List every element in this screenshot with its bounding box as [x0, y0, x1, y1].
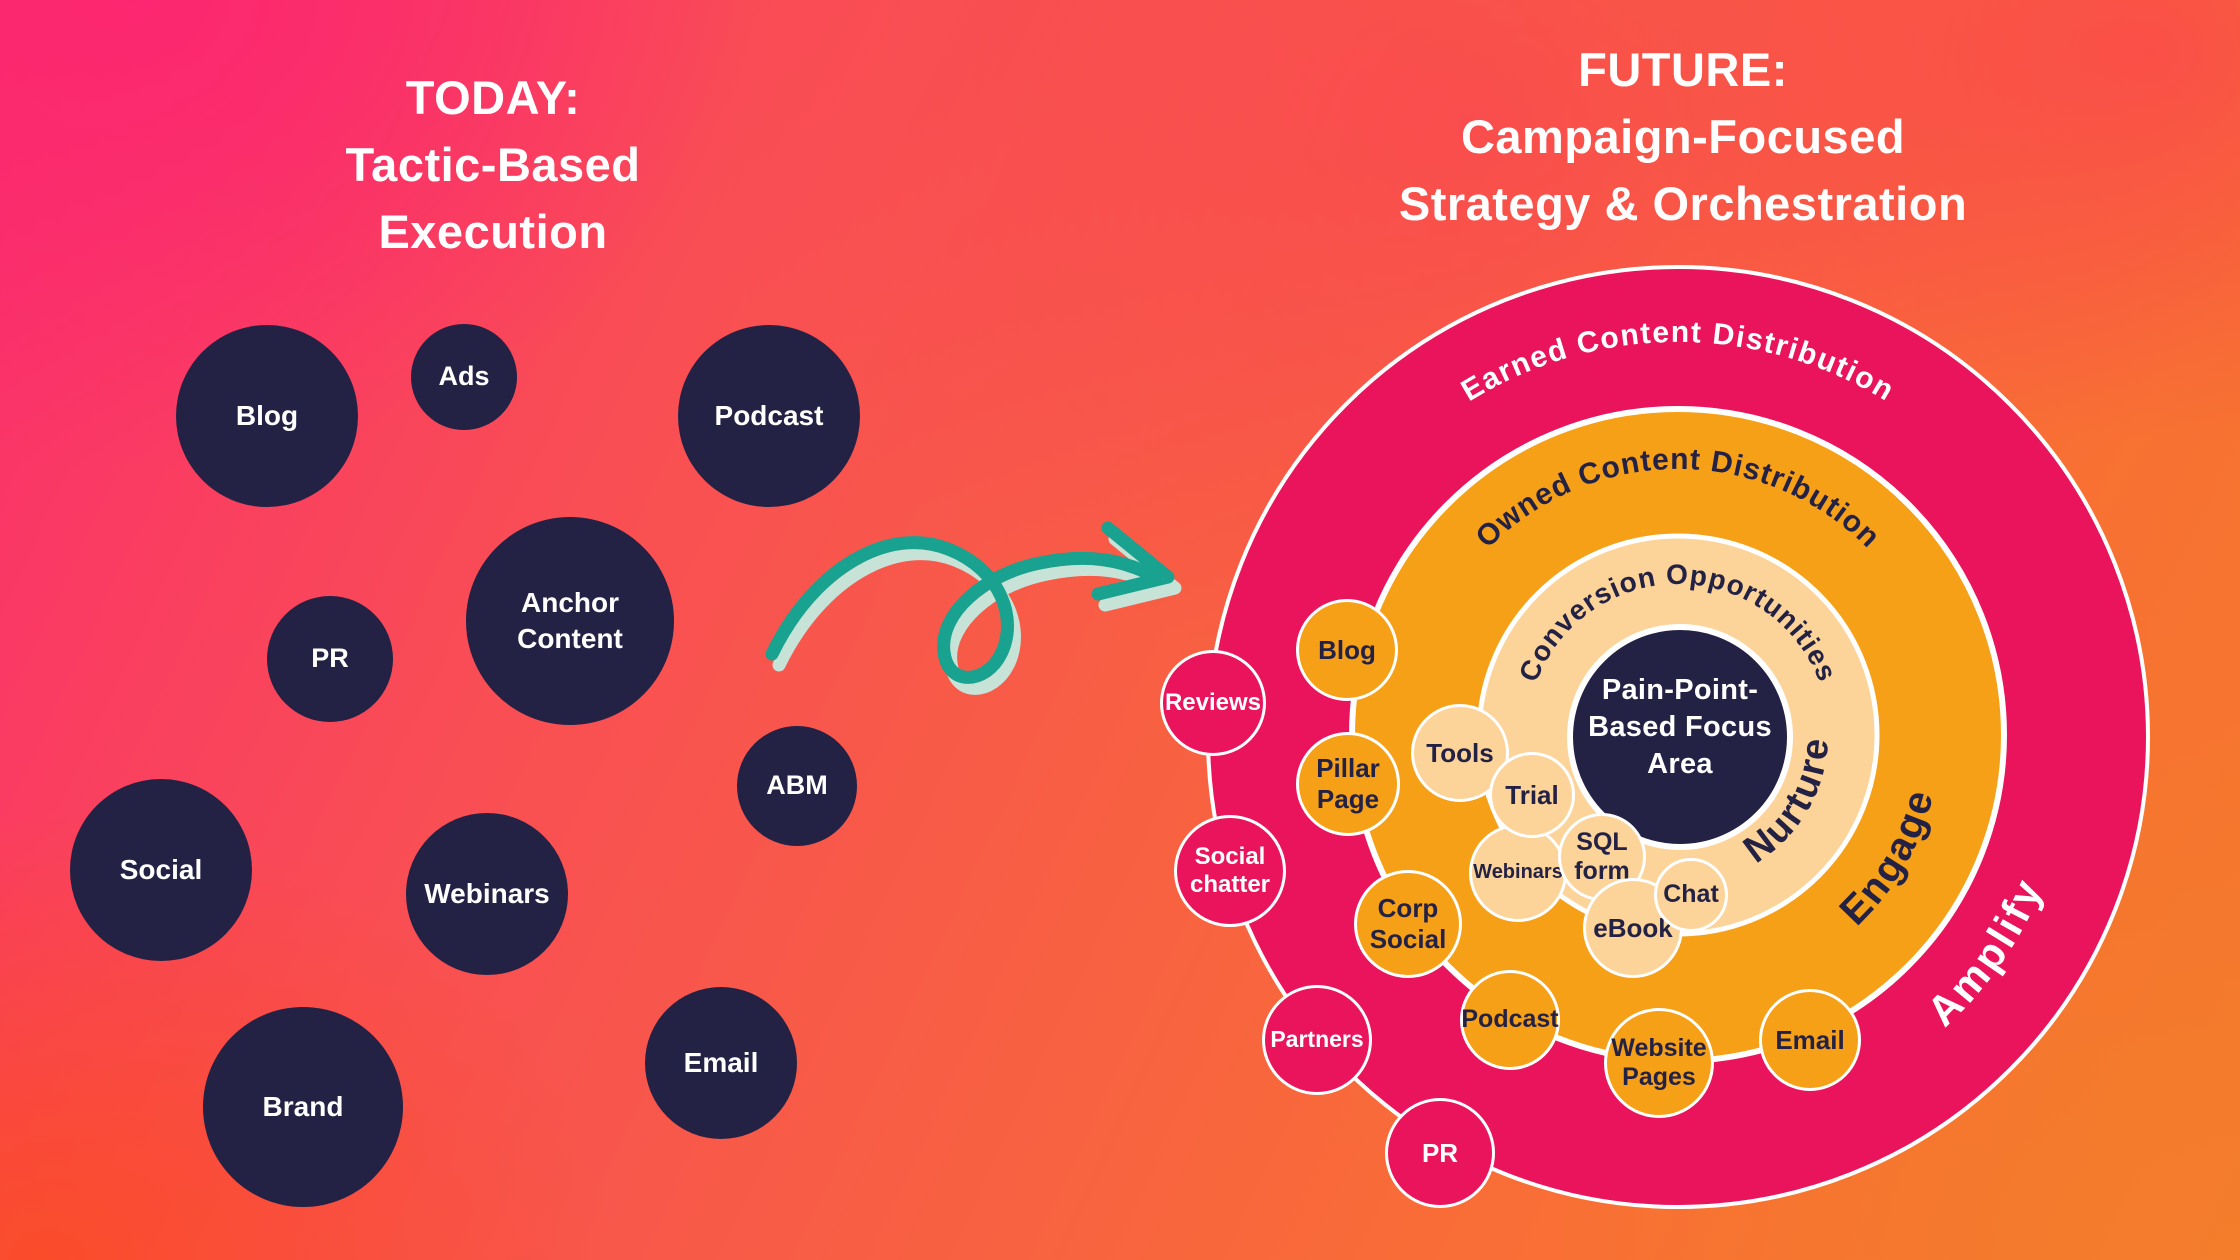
tactic-bubble-abm: ABM — [737, 726, 857, 846]
tactic-bubble-social: Social — [70, 779, 252, 961]
conversion-node-webinars: Webinars — [1469, 824, 1567, 922]
right-title-line2: Campaign-Focused — [1460, 110, 1906, 164]
tactic-bubble-webinars: Webinars — [406, 813, 568, 975]
right-title: FUTURE: Campaign-Focused Strategy & Orch… — [1233, 36, 2133, 238]
owned-node-email: Email — [1759, 989, 1861, 1091]
tactic-bubble-blog: Blog — [176, 325, 358, 507]
earned-node-pr: PR — [1385, 1098, 1495, 1208]
tactic-bubble-anchor-content: Anchor Content — [466, 517, 674, 725]
earned-node-social-chatter: Social chatter — [1174, 815, 1286, 927]
earned-node-partners: Partners — [1262, 985, 1372, 1095]
conversion-node-chat: Chat — [1654, 858, 1728, 932]
owned-node-corp-social: Corp Social — [1354, 870, 1462, 978]
conversion-node-tools: Tools — [1411, 704, 1509, 802]
tactic-bubble-ads: Ads — [411, 324, 517, 430]
conversion-node-trial: Trial — [1489, 752, 1575, 838]
earned-node-reviews: Reviews — [1160, 650, 1266, 756]
right-title-line1: FUTURE: — [1578, 43, 1788, 96]
transformation-arrow — [765, 521, 1175, 684]
tactic-bubble-podcast: Podcast — [678, 325, 860, 507]
tactic-bubble-pr: PR — [267, 596, 393, 722]
left-title: TODAY: Tactic-Based Execution — [163, 64, 823, 266]
owned-node-website-pages: Website Pages — [1604, 1008, 1714, 1118]
owned-node-blog: Blog — [1296, 599, 1398, 701]
tactic-bubble-email: Email — [645, 987, 797, 1139]
core-label: Pain-Point-Based Focus Area — [1588, 674, 1772, 781]
left-title-line3: Execution — [378, 205, 608, 259]
core-circle — [1567, 624, 1793, 850]
owned-node-pillar-page: Pillar Page — [1296, 732, 1400, 836]
left-title-line2: Tactic-Based — [345, 138, 641, 192]
right-title-line3: Strategy & Orchestration — [1398, 177, 1968, 231]
owned-node-podcast: Podcast — [1460, 970, 1560, 1070]
arrowhead — [1091, 521, 1175, 601]
left-title-line1: TODAY: — [405, 71, 581, 124]
tactic-bubble-brand: Brand — [203, 1007, 403, 1207]
